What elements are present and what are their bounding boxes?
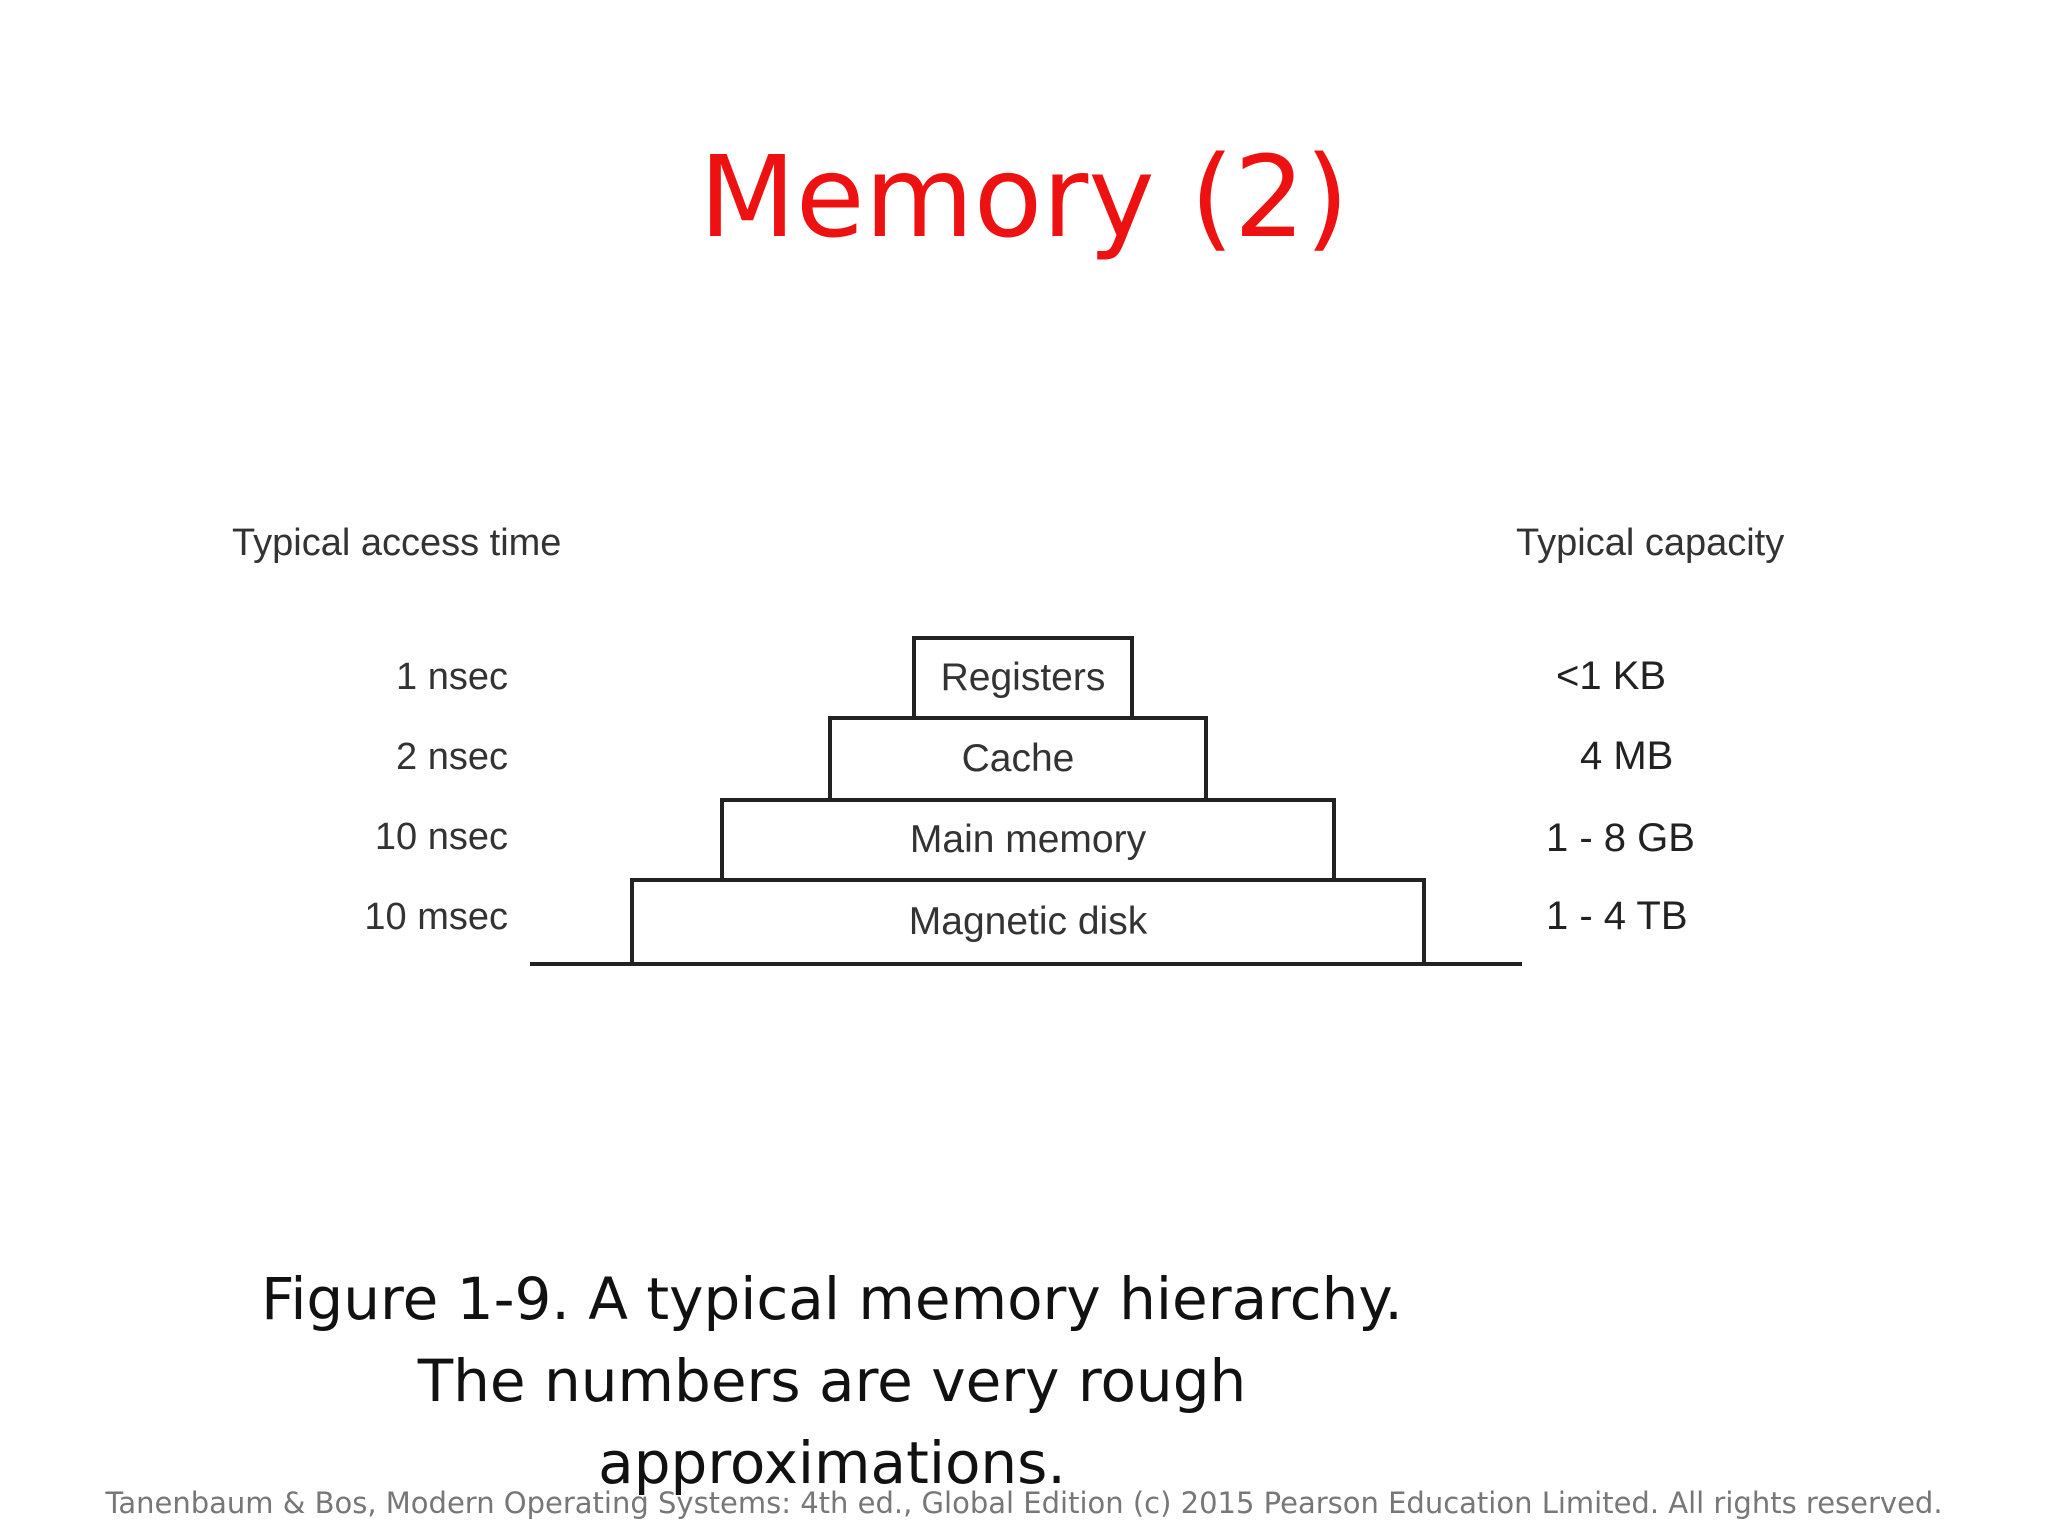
level-magnetic-disk: Magnetic disk [630,878,1426,966]
access-time-main-memory: 10 nsec [374,816,508,858]
capacity-main-memory: 1 - 8 GB [1546,816,1695,860]
access-time-heading: Typical access time [232,522,562,564]
access-time-cache: 2 nsec [396,736,508,778]
capacity-magnetic-disk: 1 - 4 TB [1546,894,1688,938]
level-main-memory: Main memory [720,798,1336,882]
slide-title: Memory (2) [699,133,1349,263]
access-time-magnetic-disk: 10 msec [364,896,508,938]
capacity-heading: Typical capacity [1516,522,1785,564]
copyright-footer: Tanenbaum & Bos, Modern Operating System… [105,1486,1943,1520]
figure-caption: Figure 1-9. A typical memory hierarchy. … [261,1265,1403,1497]
level-cache: Cache [828,716,1208,802]
capacity-registers: <1 KB [1556,654,1667,698]
access-time-registers: 1 nsec [396,656,508,698]
capacity-cache: 4 MB [1580,734,1674,778]
level-registers: Registers [912,636,1134,720]
diagram-baseline [530,962,1522,966]
